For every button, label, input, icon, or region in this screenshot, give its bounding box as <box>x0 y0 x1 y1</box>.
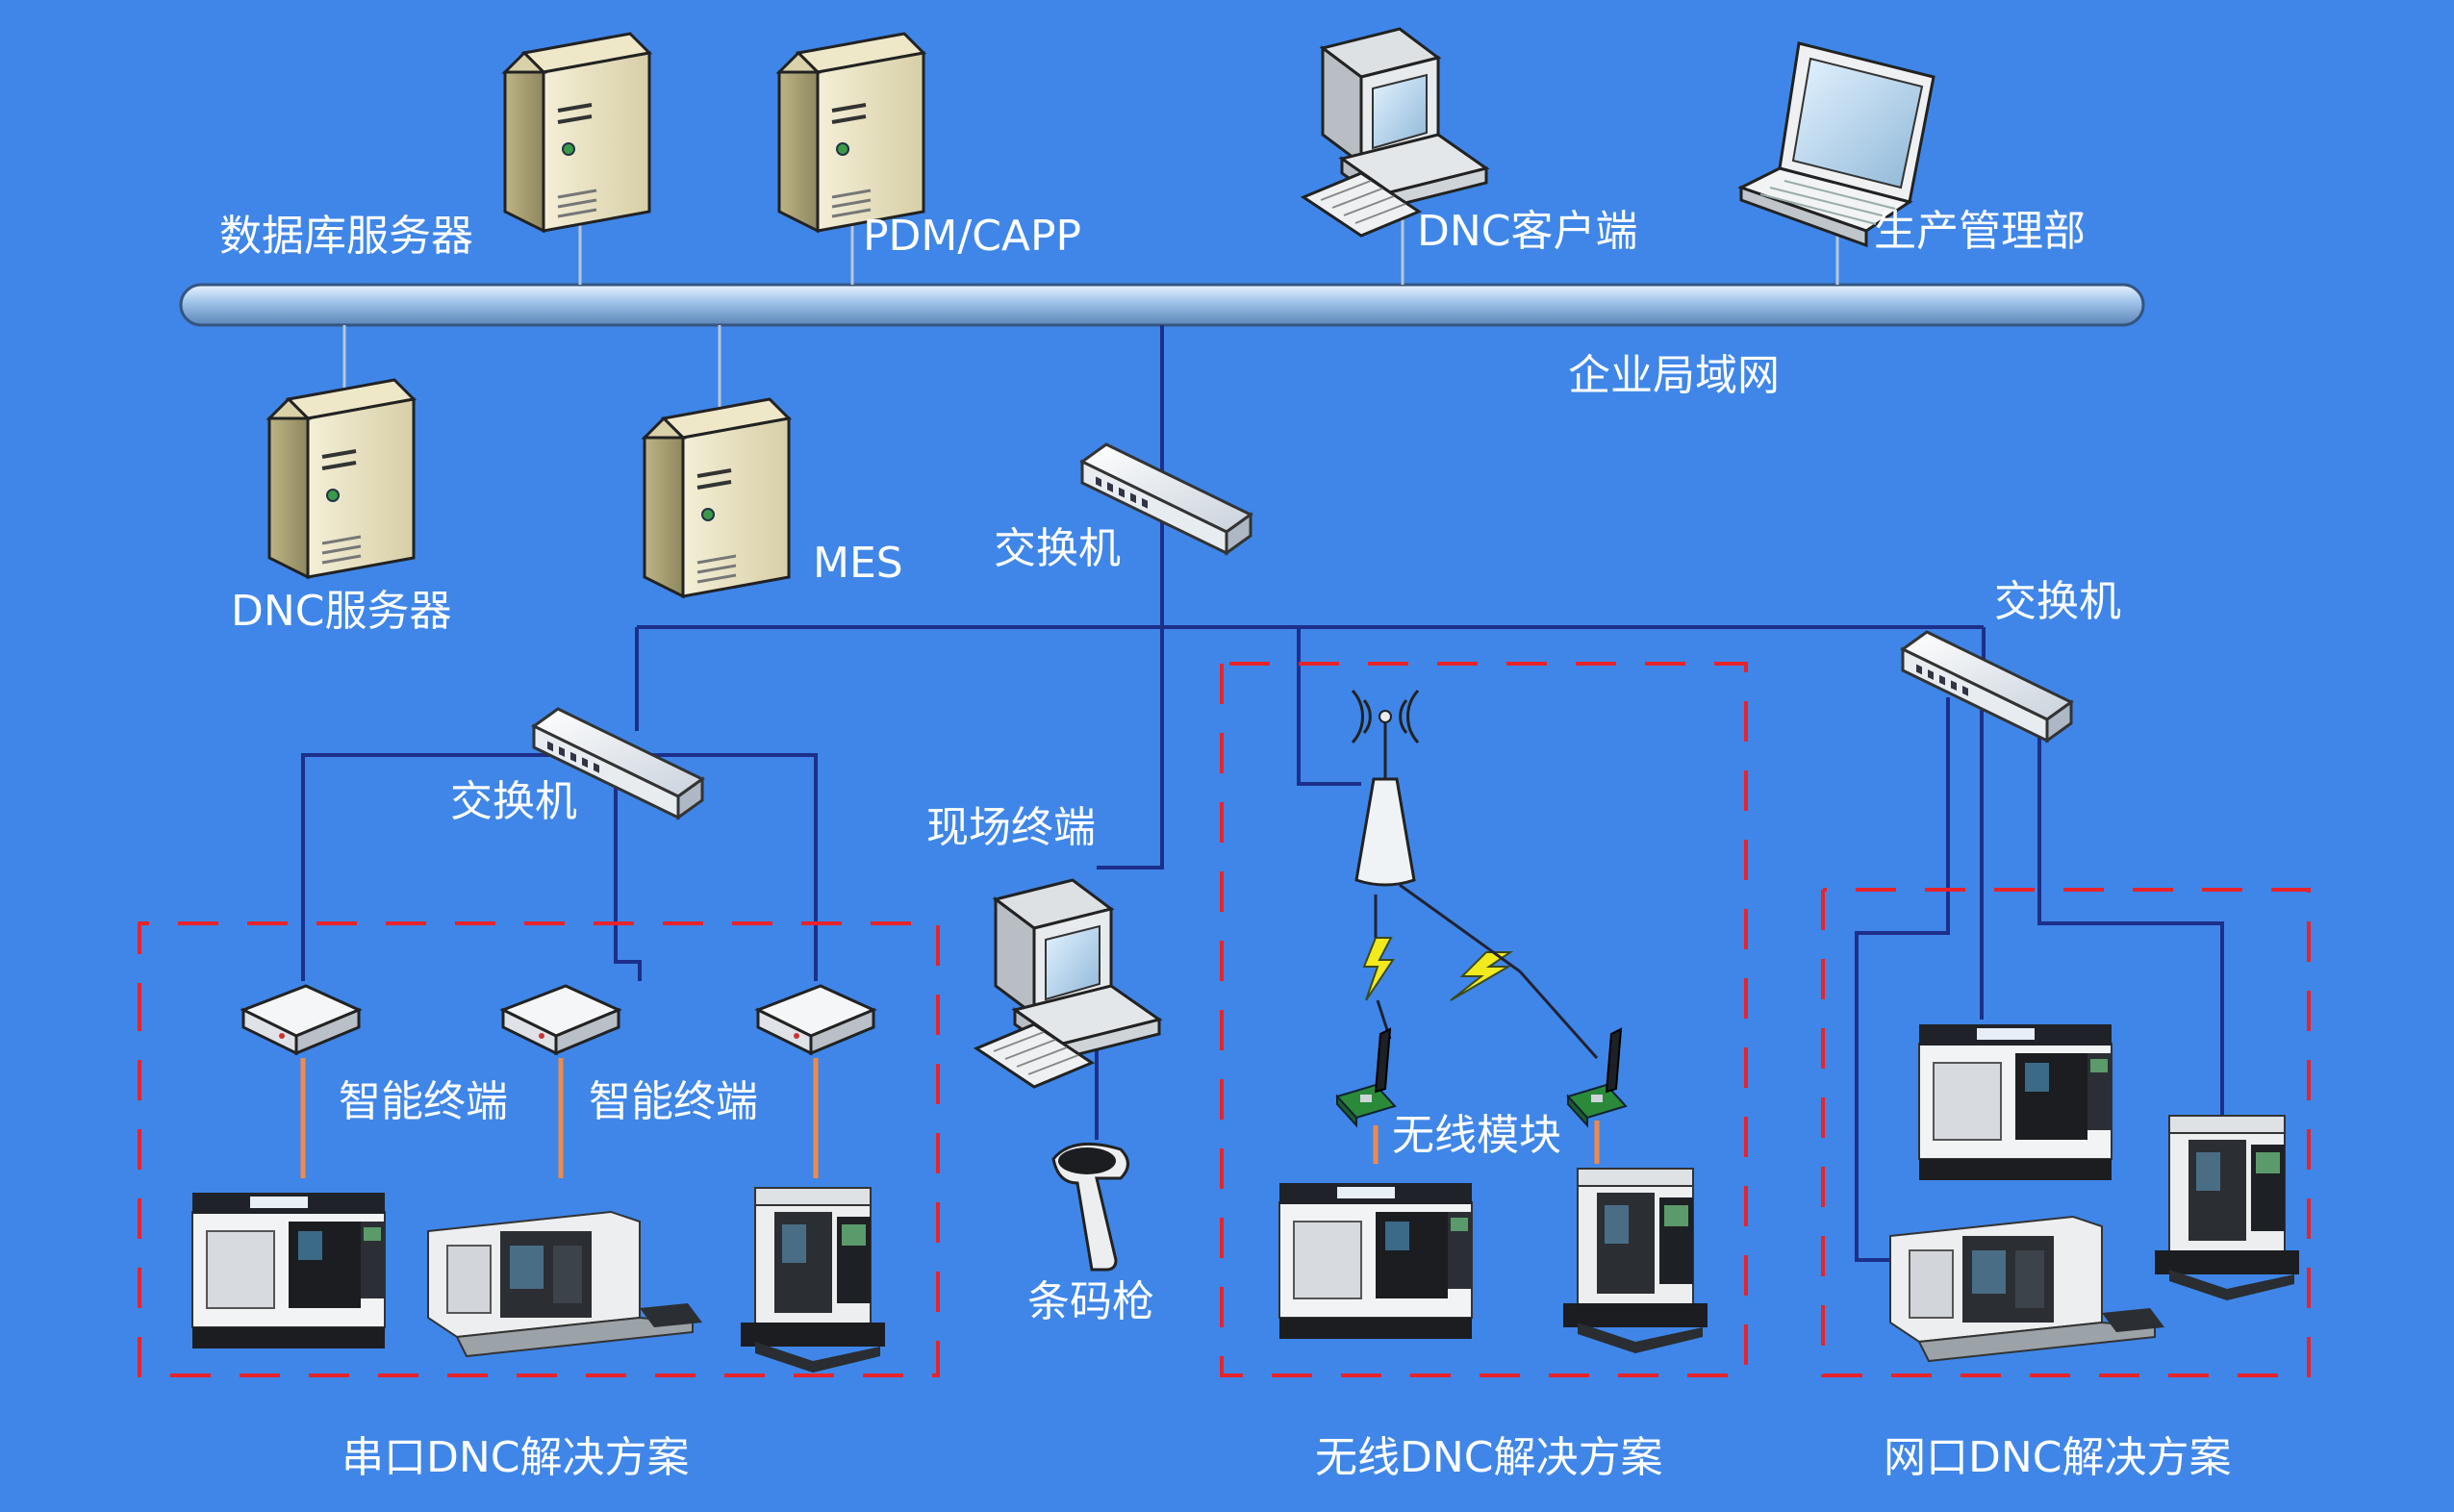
network-wiring <box>301 325 2224 1262</box>
label-wireless-module: 无线模块 <box>1392 1111 1561 1160</box>
dnc-client-desktop-icon[interactable] <box>1302 27 1488 238</box>
mes-server-icon[interactable] <box>643 397 791 598</box>
enterprise-lan-bus <box>179 283 2145 327</box>
label-serial-solution: 串口DNC解决方案 <box>342 1433 690 1482</box>
label-switch-left: 交换机 <box>450 777 577 826</box>
wireless-antenna-icon[interactable] <box>1351 689 1420 887</box>
right-switch-icon[interactable] <box>1901 630 2073 743</box>
serial-solution-zone <box>138 921 940 1377</box>
label-switch-center: 交换机 <box>994 524 1121 573</box>
pdm-capp-server-icon[interactable] <box>777 32 925 233</box>
wireless-cnc-machine-icon[interactable] <box>1278 1182 1473 1340</box>
label-enterprise-lan: 企业局域网 <box>1568 351 1780 400</box>
database-server-icon[interactable] <box>503 32 651 233</box>
serial-vmc-icon[interactable] <box>740 1187 886 1373</box>
diagram-labels: 数据库服务器 PDM/CAPP DNC客户端 生产管理部 企业局域网 DNC服务… <box>219 207 2232 1482</box>
label-dnc-client: DNC客户端 <box>1417 207 1638 256</box>
barcode-scanner-icon[interactable] <box>1051 1142 1129 1272</box>
label-dnc-server: DNC服务器 <box>231 587 452 636</box>
label-mes: MES <box>813 539 903 588</box>
smart-terminal-3-icon[interactable] <box>756 984 875 1055</box>
dnc-server-icon[interactable] <box>267 378 416 579</box>
network-vmc-icon[interactable] <box>2154 1115 2300 1301</box>
network-cnc-machine-icon[interactable] <box>1918 1023 2112 1181</box>
label-pdm-capp: PDM/CAPP <box>863 212 1081 261</box>
label-smart-terminal-1: 智能终端 <box>339 1077 508 1126</box>
network-cnc-lathe-icon[interactable] <box>1889 1216 2165 1362</box>
smart-terminal-2-icon[interactable] <box>501 984 620 1055</box>
label-production-mgmt: 生产管理部 <box>1874 207 2086 256</box>
label-network-solution: 网口DNC解决方案 <box>1884 1433 2232 1482</box>
serial-cnc-lathe-icon[interactable] <box>427 1211 703 1357</box>
wireless-vmc-icon[interactable] <box>1562 1168 1708 1354</box>
wireless-signal-bolts <box>1362 883 1599 1059</box>
label-switch-right: 交换机 <box>1994 577 2121 626</box>
network-solution-zone <box>1821 888 2311 1377</box>
wireless-module-2-icon[interactable] <box>1567 1028 1627 1126</box>
label-db-server: 数据库服务器 <box>219 212 473 261</box>
terminal-cables <box>300 1058 1600 1178</box>
serial-cnc-machine-1-icon[interactable] <box>191 1192 386 1349</box>
label-wireless-solution: 无线DNC解决方案 <box>1315 1433 1663 1482</box>
label-field-terminal: 现场终端 <box>926 803 1096 852</box>
wireless-module-1-icon[interactable] <box>1336 1028 1396 1126</box>
smart-terminal-1-icon[interactable] <box>241 984 361 1055</box>
label-barcode-gun: 条码枪 <box>1027 1277 1154 1326</box>
label-smart-terminal-2: 智能终端 <box>589 1077 758 1126</box>
field-terminal-desktop-icon[interactable] <box>974 878 1161 1089</box>
